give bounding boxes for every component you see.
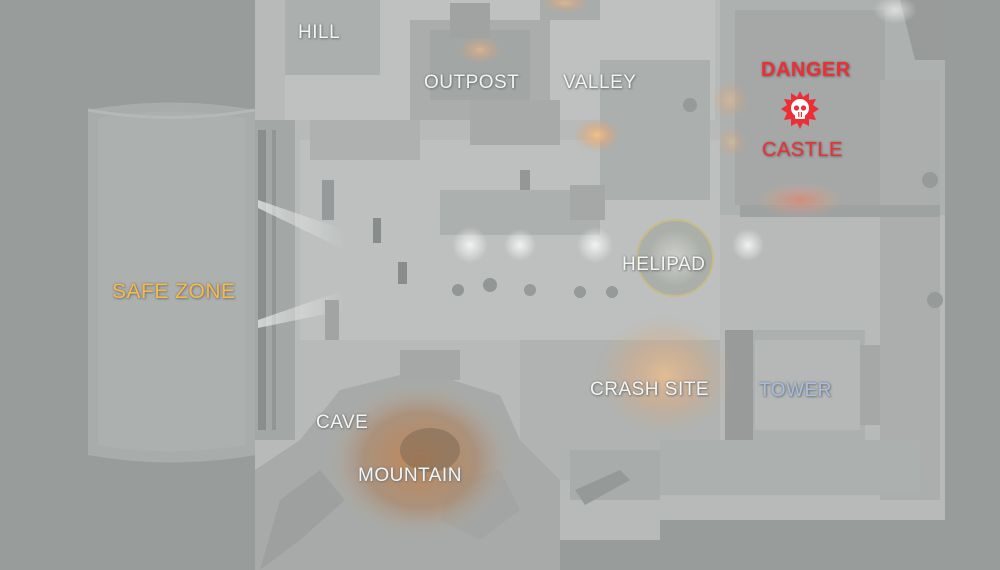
skull-icon (781, 91, 819, 129)
location-safe-zone: SAFE ZONE (112, 280, 236, 303)
location-tower: TOWER (759, 380, 832, 401)
location-hill: HILL (298, 22, 341, 43)
location-castle: CASTLE (762, 139, 843, 161)
location-mountain: MOUNTAIN (358, 465, 462, 486)
location-danger-tag: DANGER (761, 59, 851, 81)
location-crash-site: CRASH SITE (590, 379, 710, 400)
location-cave: CAVE (316, 412, 369, 433)
location-valley: VALLEY (563, 72, 637, 93)
location-helipad: HELIPAD (622, 254, 706, 275)
location-outpost: OUTPOST (424, 72, 520, 93)
